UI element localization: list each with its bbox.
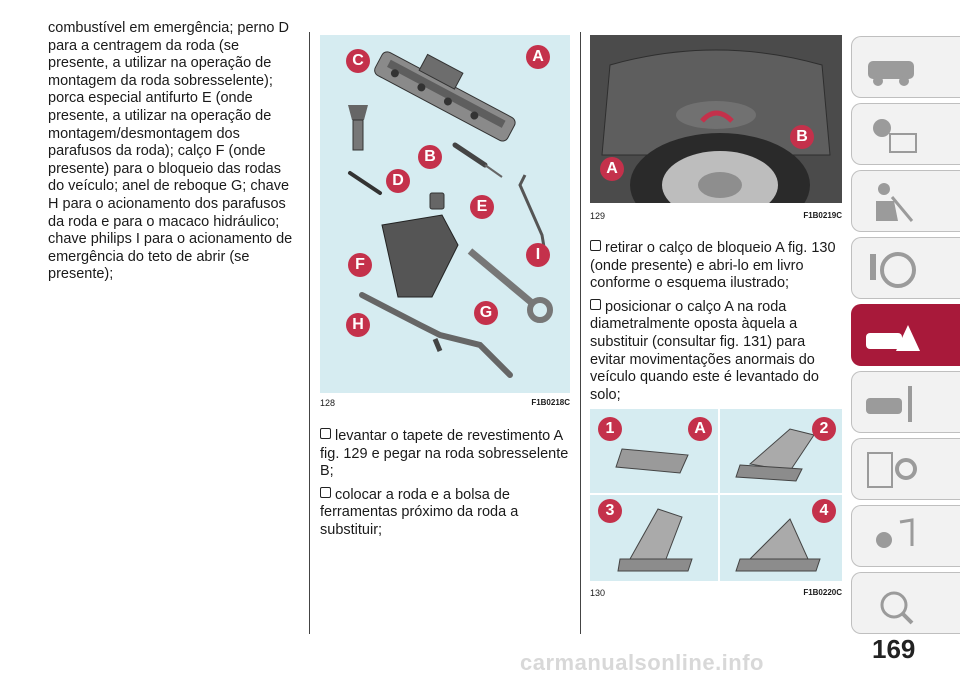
callout-label: G [474,301,498,325]
callout-label: A [688,417,712,441]
tab-maintenance[interactable] [851,371,960,433]
figure-128: C A B D E F I G H [320,35,570,393]
callout-label: A [600,157,624,181]
tab-warning-lights[interactable] [851,103,960,165]
callout-label: E [470,195,494,219]
callout-label: I [526,243,550,267]
tab-car-dashboard[interactable] [851,36,960,98]
trunk-spare-wheel-illustration [590,35,842,203]
callout-label: H [346,313,370,337]
column-divider [309,32,310,634]
figure-caption: 130 F1B0220C [590,588,842,598]
callout-label: B [418,145,442,169]
bullet-item: posicionar o calço A na roda diametralme… [590,298,819,403]
figure-number: 130 [590,588,606,598]
bullet-icon [590,298,601,310]
text-column-2: levantar o tapete de revestimento A fig.… [320,428,572,546]
text-column-3: retirar o calço de bloqueio A fig. 130 (… [590,240,842,410]
figure-129: A B [590,35,842,203]
bullet-item: retirar o calço de bloqueio A fig. 130 (… [590,240,836,292]
tab-safety[interactable] [851,170,960,232]
figure-code: F1B0218C [531,398,570,407]
safety-seatbelt-icon [876,183,914,222]
callout-label: 4 [812,499,836,523]
page-number: 169 [872,634,916,664]
tools-illustration [348,51,553,378]
callout-label: C [346,49,370,73]
quadrant-divider [590,493,842,495]
bullet-icon [320,486,331,498]
figure-number: 128 [320,398,336,408]
quadrant-divider [718,409,720,581]
paragraph: combustível em emergência; perno D para … [48,20,293,283]
wheel-chock-steps-illustration [615,428,821,572]
section-tabs [851,36,960,639]
figure-code: F1B0220C [803,588,842,597]
figure-number: 129 [590,211,606,221]
maintenance-car-icon [866,386,912,422]
tab-multimedia[interactable] [851,505,960,567]
tab-emergency[interactable] [851,304,960,366]
figure-caption: 128 F1B0218C [320,398,570,408]
figure-caption: 129 F1B0219C [590,211,842,221]
callout-label: B [790,125,814,149]
callout-label: A [526,45,550,69]
figure-code: F1B0219C [803,211,842,220]
technical-data-icon [867,452,917,488]
text-column-1: combustível em emergência; perno D para … [48,20,300,290]
index-alphabet-icon [880,591,914,625]
bullet-item: colocar a roda e a bolsa de ferramentas … [320,486,519,538]
callout-label: D [386,169,410,193]
steering-wheel-icon [870,252,916,288]
watermark: carmanualsonline.info [520,650,764,675]
emergency-breakdown-icon [866,325,920,351]
tab-index[interactable] [851,572,960,634]
bullet-icon [320,428,331,439]
callout-label: 3 [598,499,622,523]
figure-130: 1 A 2 3 4 [590,409,842,581]
column-divider [580,32,581,634]
car-dashboard-icon [868,61,914,86]
warning-lights-icon [873,119,917,153]
bullet-item: levantar o tapete de revestimento A fig.… [320,428,569,480]
bullet-icon [590,240,601,251]
multimedia-icon [876,518,914,548]
tab-steering[interactable] [851,237,960,299]
callout-label: F [348,253,372,277]
callout-label: 1 [598,417,622,441]
tab-technical-data[interactable] [851,438,960,500]
callout-label: 2 [812,417,836,441]
